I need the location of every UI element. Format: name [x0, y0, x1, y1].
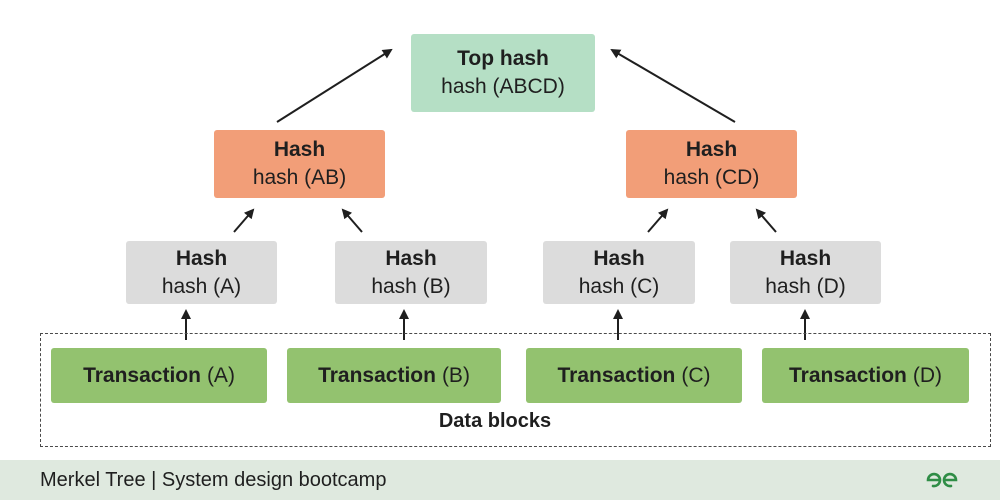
arrow-c-to-cd: [647, 208, 669, 233]
arrow-d-to-cd: [755, 208, 777, 233]
transaction-a-word: Transaction: [83, 363, 201, 387]
hash-ab-node: Hash hash (AB): [214, 130, 385, 198]
footer-title: Merkel Tree | System design bootcamp: [40, 468, 387, 491]
hash-a-title: Hash: [175, 246, 228, 270]
transaction-b-word: Transaction: [318, 363, 436, 387]
transaction-a: Transaction (A): [51, 348, 267, 403]
gfg-logo-icon[interactable]: [924, 470, 960, 490]
hash-cd-value: hash (CD): [663, 166, 760, 189]
hash-cd-node: Hash hash (CD): [626, 130, 797, 198]
hash-d-title: Hash: [779, 246, 832, 270]
transaction-c-word: Transaction: [557, 363, 676, 387]
transaction-b: Transaction (B): [287, 348, 501, 403]
hash-cd-title: Hash: [685, 138, 738, 161]
transaction-d-id: (D): [912, 363, 943, 387]
hash-c-value: hash (C): [578, 274, 660, 298]
hash-ab-value: hash (AB): [252, 166, 347, 189]
hash-d-node: Hash hash (D): [730, 241, 881, 304]
hash-b-value: hash (B): [371, 274, 451, 298]
arrow-ab-to-top: [276, 48, 393, 123]
top-hash-node: Top hash hash (ABCD): [411, 34, 595, 112]
transaction-d-word: Transaction: [788, 363, 907, 387]
hash-a-node: Hash hash (A): [126, 241, 277, 304]
footer-bar: Merkel Tree | System design bootcamp: [0, 460, 1000, 500]
transaction-a-id: (A): [206, 363, 235, 387]
hash-b-title: Hash: [385, 246, 437, 270]
hash-c-node: Hash hash (C): [543, 241, 695, 304]
top-hash-title: Top hash: [457, 47, 549, 70]
data-blocks-label: Data blocks: [438, 410, 552, 432]
transaction-b-id: (B): [441, 363, 470, 387]
hash-b-node: Hash hash (B): [335, 241, 487, 304]
hash-d-value: hash (D): [765, 274, 846, 298]
hash-ab-title: Hash: [273, 138, 326, 161]
hash-c-title: Hash: [593, 246, 645, 270]
hash-a-value: hash (A): [161, 274, 242, 298]
arrow-cd-to-top: [610, 48, 736, 123]
transaction-c-id: (C): [681, 363, 711, 387]
transaction-d: Transaction (D): [762, 348, 969, 403]
data-blocks-frame: [40, 333, 991, 447]
transaction-c: Transaction (C): [526, 348, 742, 403]
arrow-a-to-ab: [233, 208, 255, 233]
arrow-b-to-ab: [341, 208, 363, 233]
top-hash-value: hash (ABCD): [441, 75, 565, 98]
